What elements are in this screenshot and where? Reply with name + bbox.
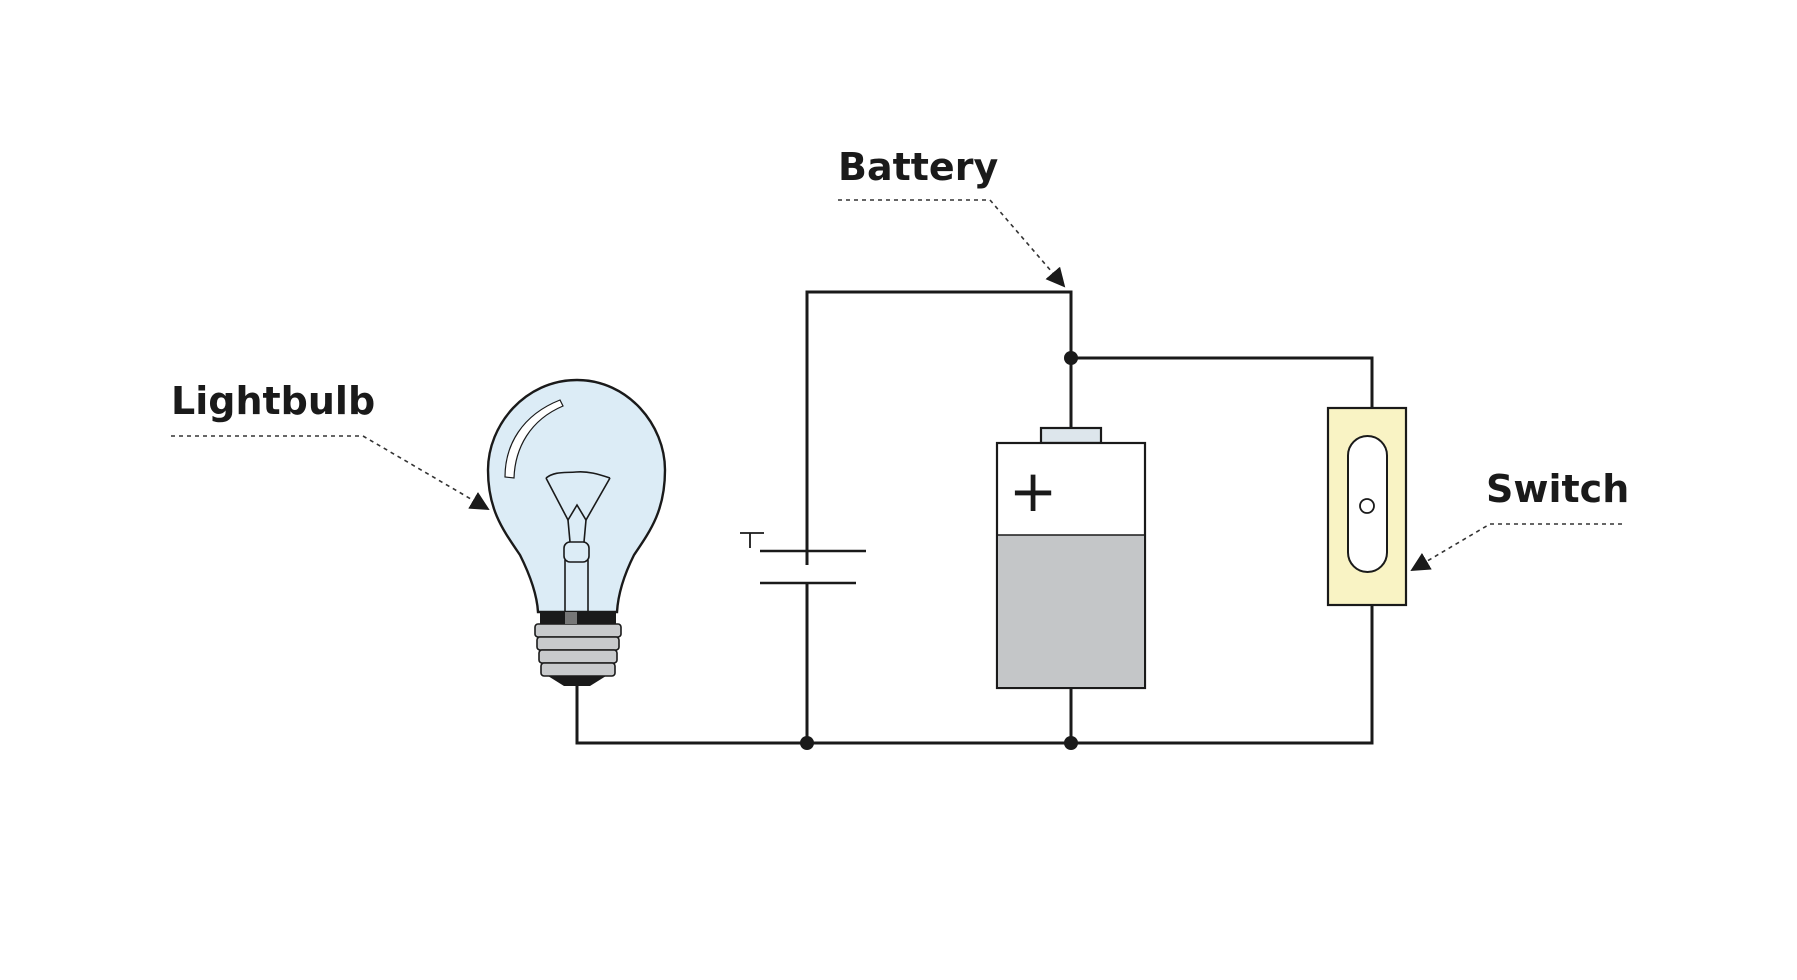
leader-line-battery: [838, 199, 1066, 288]
bulb-filament: [545, 471, 611, 612]
junction-dot: [800, 736, 814, 750]
battery-charge-level: [998, 535, 1144, 687]
callout-battery: Battery: [838, 145, 1066, 288]
label-switch: Switch: [1486, 467, 1629, 511]
label-lightbulb: Lightbulb: [171, 379, 375, 423]
bulb-highlight: [504, 399, 564, 479]
battery-terminal: [1039, 426, 1103, 445]
bulb-base: [534, 612, 622, 686]
battery-icon: +: [995, 426, 1147, 690]
circuit-wires: [575, 290, 1374, 750]
label-battery: Battery: [838, 145, 998, 189]
leader-line-switch: [1410, 523, 1622, 571]
battery-plus-sign: +: [1009, 457, 1058, 525]
wire-switch-branch: [1071, 356, 1374, 410]
switch-knob: [1359, 498, 1375, 514]
cell-symbol-icon: [760, 549, 866, 585]
ground-symbol-icon: [740, 532, 764, 548]
junction-dot: [1064, 351, 1078, 365]
leader-line-lightbulb: [171, 435, 490, 510]
callout-lightbulb: Lightbulb: [171, 379, 490, 510]
switch-icon: [1326, 406, 1408, 607]
bulb-glass: [486, 378, 667, 614]
callout-switch: Switch: [1410, 467, 1629, 571]
wire-bottom-rail: [575, 605, 1374, 745]
junction-dot: [1064, 736, 1078, 750]
lightbulb-icon: [486, 378, 667, 686]
